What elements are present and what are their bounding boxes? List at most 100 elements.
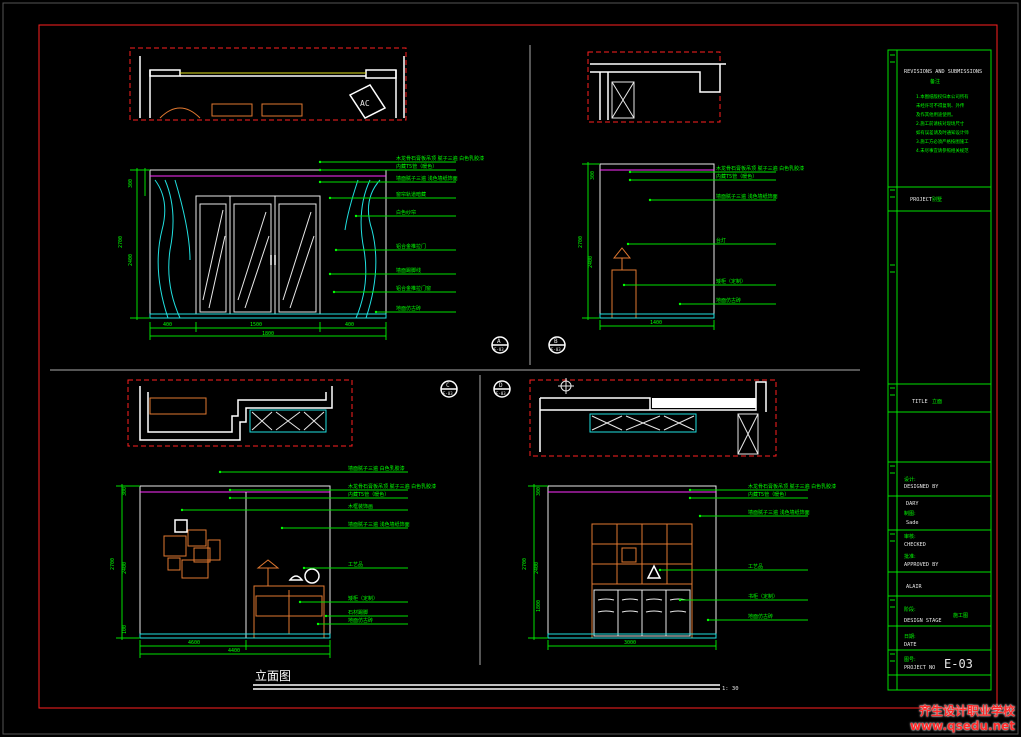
- annotation-label: 地面仿古砖: [716, 297, 741, 304]
- leader-dot: [218, 470, 222, 474]
- elevation-a: AC 2700 2400 300 400 1500 400 1800 木龙骨石膏…: [118, 47, 509, 354]
- annotation-label: 地面仿古砖: [396, 305, 421, 312]
- elevation-marker-b: B E-03: [548, 336, 566, 354]
- annotation-label: 墙面腻子三遍 浅色墙纸饰面: [396, 175, 458, 182]
- annotation-label: 铝合金推拉门: [396, 243, 426, 250]
- drawn-value: Sade: [906, 520, 919, 526]
- annotation-label: 木龙骨石膏板吊顶 腻子三遍 白色乳胶漆: [716, 165, 804, 172]
- annotation-label: 内藏T5管（暖色）: [716, 173, 757, 180]
- leader-dot: [374, 310, 378, 314]
- dim-d-3: 1800: [536, 600, 542, 612]
- annotation-label: 书柜（定制）: [748, 593, 778, 600]
- dim-c-5: 4400: [228, 648, 240, 654]
- annotation-label: 台灯: [716, 237, 726, 244]
- leader-dot: [318, 180, 322, 184]
- revision-note: 3.施工方必须严格按图施工: [916, 138, 969, 145]
- leader-dot: [628, 170, 632, 174]
- revision-note: 2.施工前请核对现场尺寸: [916, 120, 965, 127]
- drawn-cn: 制图:: [904, 510, 916, 517]
- project-label: PROJECT: [910, 197, 932, 203]
- revision-note: 未经许可不得复制、外传: [916, 102, 965, 109]
- leader-dot: [324, 614, 328, 618]
- annotation-label: 工艺品: [748, 564, 763, 570]
- designed-cn: 设计:: [904, 476, 916, 483]
- sheet-title: 立面图: [255, 668, 291, 683]
- annotation-label: 工艺品: [348, 562, 363, 568]
- elevation-c-id: C: [446, 382, 450, 389]
- dim-c-1: 2400: [122, 562, 128, 574]
- sheet-border: [38, 24, 998, 709]
- dim-d-2: 300: [536, 487, 542, 496]
- leader-dot: [280, 526, 284, 530]
- elevation-marker-a: A E-03: [491, 336, 509, 354]
- plan-key-a: AC: [129, 47, 407, 121]
- leader-dot: [628, 178, 632, 182]
- checked-en: CHECKED: [904, 542, 926, 548]
- revision-note: 如有误差请及时通知设计师: [916, 129, 969, 136]
- annotation-label: 墙面腻子三遍 浅色墙纸饰面: [716, 193, 778, 200]
- dim-d-4: 3000: [624, 640, 636, 646]
- annotation-label: 矮柜（定制）: [348, 595, 378, 602]
- stage-cn: 阶段:: [904, 606, 916, 613]
- revision-note: 4.未尽事宜请参照相关规范: [916, 147, 969, 154]
- dim-d-1: 2400: [534, 562, 540, 574]
- dim-a-2: 300: [128, 179, 134, 188]
- dim-a-1: 2400: [128, 254, 134, 266]
- leader-dot: [318, 168, 322, 172]
- dim-c-2: 300: [122, 487, 128, 496]
- elevation-c: 2700 2400 300 100 4600 4400 墙面腻子三遍 白色乳胶漆…: [110, 379, 458, 658]
- elevation-a-id: A: [497, 338, 501, 345]
- project-no-cn: 图号:: [904, 657, 916, 663]
- date-en: DATE: [904, 642, 917, 648]
- sheet-scale: 1: 30: [722, 686, 739, 692]
- leader-dot: [648, 198, 652, 202]
- dim-c-0: 2700: [110, 558, 116, 570]
- leader-dot: [688, 496, 692, 500]
- elevation-b: 2700 2400 300 1400 木龙骨石膏板吊顶 腻子三遍 白色乳胶漆内藏…: [548, 51, 804, 354]
- designed-value: DARY: [906, 501, 919, 507]
- leader-dot: [626, 242, 630, 246]
- title-label: TITLE: [912, 399, 928, 405]
- leader-dot: [302, 566, 306, 570]
- revision-note: 及作其他用途使用。: [916, 111, 956, 118]
- stage-en: DESIGN STAGE: [904, 618, 941, 624]
- leader-dot: [316, 622, 320, 626]
- annotation-label: 墙面踢脚线: [396, 267, 421, 274]
- dim-d-0: 2700: [522, 558, 528, 570]
- approved-en: APPROVED BY: [904, 562, 939, 568]
- annotation-label: 铝合金推拉门窗: [396, 285, 431, 292]
- dim-c-3: 100: [122, 625, 128, 634]
- annotation-label: 地面仿古砖: [748, 613, 773, 620]
- elevation-marker-d: D E-03: [493, 380, 511, 398]
- approved-value: ALAIR: [906, 584, 922, 590]
- revision-note: 1.本图纸版权归本公司所有: [916, 93, 969, 100]
- annotation-label: 窗帘轨道暗藏: [396, 191, 426, 198]
- elevation-d-id: D: [499, 382, 503, 389]
- annotation-label: 内藏T5管（暖色）: [748, 491, 789, 498]
- leader-dot: [228, 496, 232, 500]
- annotation-label: 木龙骨石膏板吊顶 腻子三遍 白色乳胶漆: [348, 483, 436, 490]
- title-value: 立面: [932, 398, 942, 405]
- elevation-b-sheet: E-03: [551, 347, 561, 352]
- approved-cn: 批准:: [904, 553, 916, 560]
- dim-b-3: 1400: [650, 320, 662, 326]
- dim-a-0: 2700: [118, 236, 124, 248]
- leader-dot: [328, 196, 332, 200]
- leader-dot: [332, 290, 336, 294]
- elevation-marker-c: C E-03: [440, 380, 458, 398]
- watermark-school-name: 齐生设计职业学校: [918, 704, 1015, 718]
- annotation-label: 内藏T5管（暖色）: [348, 491, 389, 498]
- svg-text:AC: AC: [360, 99, 370, 108]
- leader-dot: [334, 248, 338, 252]
- revisions-notes: 1.本图纸版权归本公司所有 未经许可不得复制、外传 及作其他用途使用。 2.施工前…: [916, 93, 969, 154]
- leader-dot: [298, 600, 302, 604]
- designed-en: DESIGNED BY: [904, 484, 939, 490]
- leader-dot: [678, 302, 682, 306]
- revisions-title: REVISIONS AND SUBMISSIONS: [904, 69, 982, 75]
